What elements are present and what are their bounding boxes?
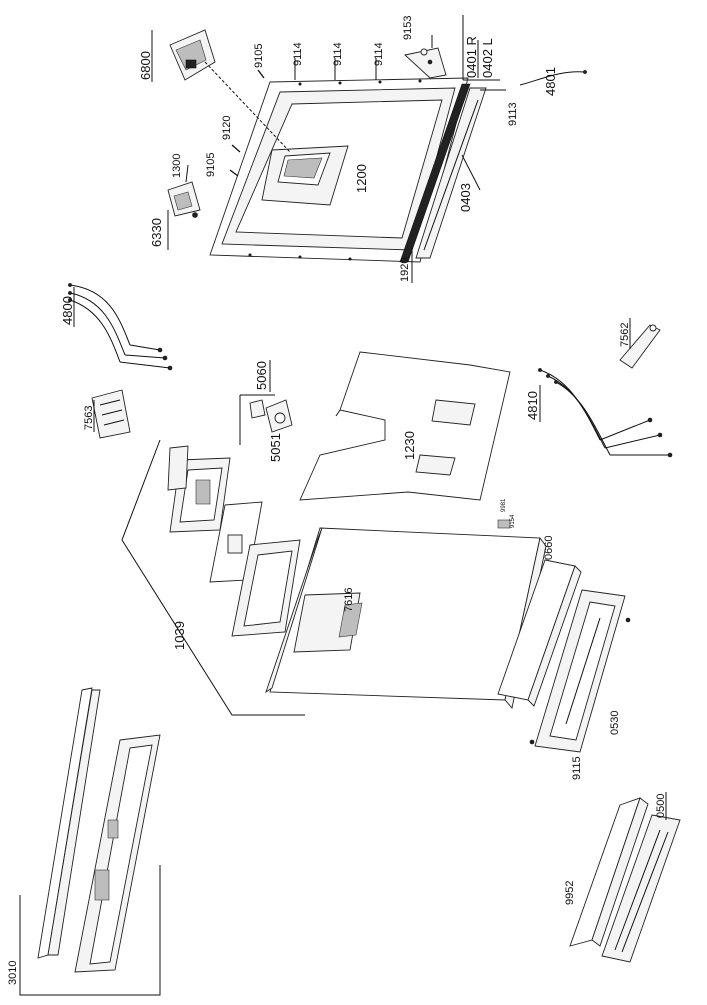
bracket-7563 <box>91 389 131 439</box>
label-underlines <box>73 30 667 820</box>
door-handle-rail <box>37 687 161 973</box>
label-4801: 4801 <box>543 67 558 96</box>
plinth-bracket <box>529 589 631 753</box>
detergent-recess <box>261 145 349 206</box>
label-1039: 1039 <box>172 621 187 650</box>
label-9153: 9153 <box>402 16 414 40</box>
label-5051: 5051 <box>268 433 283 462</box>
label-0530: 0530 <box>609 711 621 735</box>
label-9115: 9115 <box>571 756 583 780</box>
label-6800: 6800 <box>138 51 153 80</box>
control-module-5060 <box>239 394 293 445</box>
plinth-cover <box>601 814 681 963</box>
screw-9105-lower <box>229 169 239 177</box>
door-hinge <box>404 47 447 79</box>
cable-4801 <box>519 70 587 86</box>
label-9105-top: 9105 <box>253 44 265 68</box>
insulation-mat <box>299 351 511 501</box>
label-9952: 9952 <box>564 881 576 905</box>
label-0401: 0401 R <box>464 36 479 78</box>
control-panel-bracket <box>169 457 231 533</box>
detergent-dispenser <box>169 29 291 153</box>
label-0403: 0403 <box>458 183 473 212</box>
label-0660: 0660 <box>543 536 555 560</box>
label-7616: 7616 <box>343 588 355 612</box>
insulation-block-0660 <box>497 559 582 707</box>
label-1300: 1300 <box>171 154 183 178</box>
label-9114-3: 9114 <box>373 42 385 66</box>
cable-harness-4810 <box>538 368 673 458</box>
screw-9105-upper <box>257 69 265 79</box>
label-0402: 0402 L <box>480 38 495 78</box>
bracket-7562 <box>619 324 661 369</box>
door-side-rail <box>415 87 487 259</box>
label-9114-1: 9114 <box>292 42 304 66</box>
outer-door-panel <box>265 519 547 709</box>
label-6330: 6330 <box>149 218 164 247</box>
label-7563: 7563 <box>83 406 95 430</box>
label-1200: 1200 <box>354 164 369 193</box>
part-labels: 6800 9105 9114 9114 9114 9153 0401 R 040… <box>7 16 667 985</box>
label-5060: 5060 <box>254 361 269 390</box>
label-9154: 9154 <box>510 514 516 528</box>
hinge-bracket-box <box>462 15 500 81</box>
label-4810: 4810 <box>525 391 540 420</box>
label-0500: 0500 <box>655 794 667 818</box>
cable-harness-4800 <box>68 283 173 371</box>
control-panel-frame <box>231 539 301 637</box>
toe-kick-panel <box>569 797 649 947</box>
label-9981: 9981 <box>501 498 507 512</box>
label-9105-mid: 9105 <box>205 153 217 177</box>
box-3010 <box>19 865 161 996</box>
label-3010: 3010 <box>7 961 19 985</box>
label-1920: 1920 <box>399 258 411 282</box>
label-9114-2: 9114 <box>332 42 344 66</box>
leader-line-1039 <box>121 439 305 716</box>
label-9120: 9120 <box>221 116 233 140</box>
label-4800: 4800 <box>60 296 75 325</box>
screw-9120 <box>231 144 241 153</box>
label-9113: 9113 <box>507 102 519 126</box>
control-panel-knob <box>167 445 189 491</box>
leader-lines-top <box>294 35 506 191</box>
door-seal-strip <box>399 83 471 263</box>
label-1230: 1230 <box>402 431 417 460</box>
label-7562: 7562 <box>619 323 631 347</box>
door-lock-assembly <box>167 164 201 218</box>
